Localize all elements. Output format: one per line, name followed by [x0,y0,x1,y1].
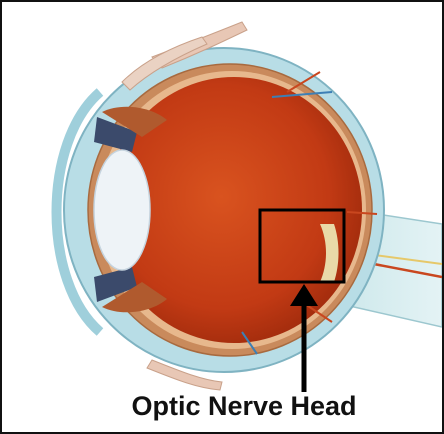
label-optic-nerve-head: Optic Nerve Head [2,391,442,422]
lens [94,150,150,270]
